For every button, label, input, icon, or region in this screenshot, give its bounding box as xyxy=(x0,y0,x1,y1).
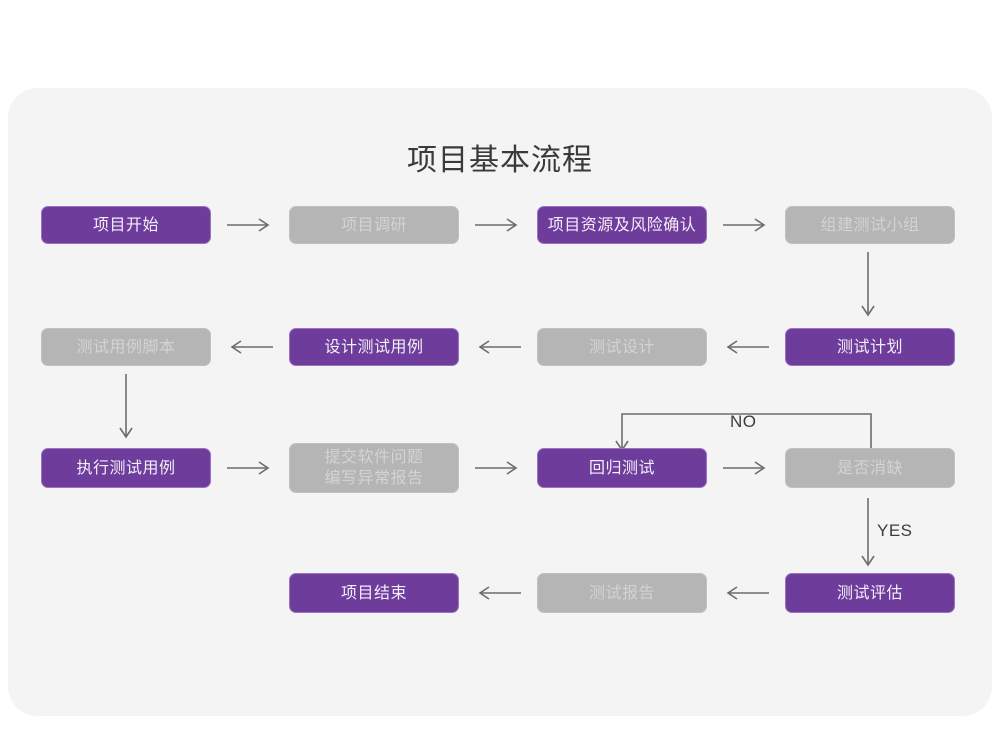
page-title: 项目基本流程 xyxy=(407,144,593,177)
arrow-regression-to-decision xyxy=(722,460,770,481)
node-test-design[interactable]: 测试设计 xyxy=(537,328,707,366)
node-test-plan[interactable]: 测试计划 xyxy=(785,328,955,366)
node-test-evaluation[interactable]: 测试评估 xyxy=(785,573,955,613)
node-submit-issue-report[interactable]: 提交软件问题 编写异常报告 xyxy=(289,443,459,493)
edge-label-yes: YES xyxy=(877,521,913,540)
node-form-test-team[interactable]: 组建测试小组 xyxy=(785,206,955,244)
arrow-design-to-script xyxy=(226,339,274,360)
arrow-execute-to-submit xyxy=(226,460,274,481)
node-resource-risk-confirm[interactable]: 项目资源及风险确认 xyxy=(537,206,707,244)
arrow-yes-to-evaluation xyxy=(858,498,878,579)
node-regression-test[interactable]: 回归测试 xyxy=(537,448,707,488)
edge-label-no: NO xyxy=(730,412,757,431)
arrow-risk-to-team xyxy=(722,217,770,238)
node-execute-testcase[interactable]: 执行测试用例 xyxy=(41,448,211,488)
arrow-team-to-testplan xyxy=(858,252,878,329)
arrow-start-to-research xyxy=(226,217,274,238)
arrow-report-to-end xyxy=(474,585,522,606)
node-design-testcase[interactable]: 设计测试用例 xyxy=(289,328,459,366)
arrow-testdesign-to-design xyxy=(474,339,522,360)
node-testcase-script[interactable]: 测试用例脚本 xyxy=(41,328,211,366)
node-project-start[interactable]: 项目开始 xyxy=(41,206,211,244)
node-defect-resolved-decision[interactable]: 是否消缺 xyxy=(785,448,955,488)
node-test-report[interactable]: 测试报告 xyxy=(537,573,707,613)
node-project-research[interactable]: 项目调研 xyxy=(289,206,459,244)
arrow-research-to-risk xyxy=(474,217,522,238)
arrow-testplan-to-testdesign xyxy=(722,339,770,360)
node-project-end[interactable]: 项目结束 xyxy=(289,573,459,613)
arrow-script-to-execute xyxy=(116,374,136,451)
arrow-submit-to-regression xyxy=(474,460,522,481)
flowchart-card xyxy=(8,88,992,716)
arrow-evaluation-to-report xyxy=(722,585,770,606)
